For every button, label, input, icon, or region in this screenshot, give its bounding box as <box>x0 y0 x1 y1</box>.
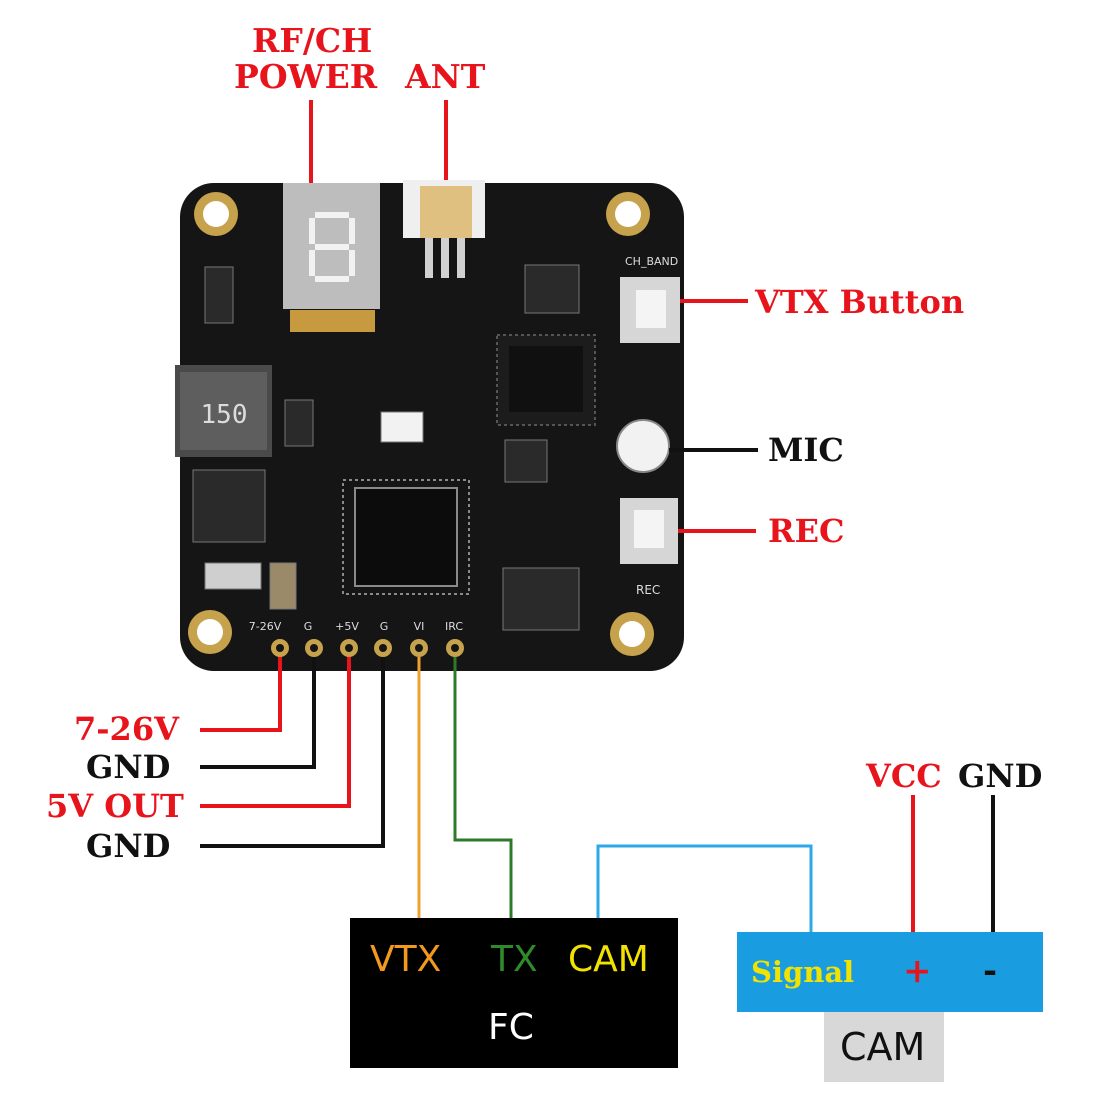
seven-segment-display <box>283 183 380 332</box>
camera-connector-box: Signal + - <box>737 932 1043 1012</box>
pin-label-vi: VI <box>414 620 425 633</box>
power-input-label: 7-26V <box>74 710 179 748</box>
gnd-label-1: GND <box>86 748 171 786</box>
fc-cam-label: CAM <box>568 939 649 980</box>
wire-cam-signal-blue <box>596 844 813 932</box>
pin-label-g2: G <box>380 620 389 633</box>
antenna-connector <box>403 180 485 278</box>
mounting-hole-top-left <box>194 192 238 236</box>
wire-tx-green <box>453 657 513 918</box>
pin-label-irc: IRC <box>445 620 463 633</box>
power-label: POWER <box>234 57 378 96</box>
minus-label: - <box>983 951 998 991</box>
wire-7-26v <box>200 657 282 732</box>
wire-gnd2 <box>200 657 385 848</box>
camera-label: CAM <box>840 1025 926 1069</box>
wire-gnd1 <box>200 657 316 769</box>
mounting-hole-top-right <box>606 192 650 236</box>
smd-components <box>192 264 580 631</box>
plus-label: + <box>903 951 932 991</box>
rec-silkscreen: REC <box>636 583 660 597</box>
mounting-hole-bottom-right <box>610 612 654 656</box>
cam-gnd-label: GND <box>958 757 1043 795</box>
vcc-label: VCC <box>866 757 942 795</box>
mic-label: MIC <box>768 431 844 469</box>
gnd-label-2: GND <box>86 827 171 865</box>
fc-label: FC <box>488 1007 534 1048</box>
fc-tx-label: TX <box>491 939 538 980</box>
vtx-board: 150 <box>175 180 684 671</box>
rec-button: REC <box>620 498 678 597</box>
wire-5v-out <box>200 657 351 808</box>
pin-labels: 7-26V G +5V G VI IRC <box>249 620 464 633</box>
rf-ch-label: RF/CH <box>252 21 373 60</box>
signal-label: Signal <box>751 955 855 989</box>
ch-band-silkscreen: CH_BAND <box>625 255 678 268</box>
rec-label: REC <box>768 512 845 550</box>
inductor-marking: 150 <box>201 400 248 430</box>
inductor: 150 <box>175 365 272 457</box>
mounting-hole-bottom-left <box>188 610 232 654</box>
5v-out-label: 5V OUT <box>46 787 184 825</box>
pin-label-5v: +5V <box>335 620 359 633</box>
pin-label-g1: G <box>304 620 313 633</box>
rf-chip <box>496 334 596 426</box>
ant-label: ANT <box>405 57 486 96</box>
main-chip <box>342 479 470 595</box>
flight-controller-box: VTX TX CAM FC <box>350 918 678 1068</box>
camera-label-box: CAM <box>824 1012 944 1082</box>
fc-vtx-label: VTX <box>370 939 442 980</box>
microphone <box>616 419 670 473</box>
vtx-button-label: VTX Button <box>755 283 965 321</box>
pin-label-7-26v: 7-26V <box>249 620 282 633</box>
vtx-button: CH_BAND <box>620 255 680 343</box>
